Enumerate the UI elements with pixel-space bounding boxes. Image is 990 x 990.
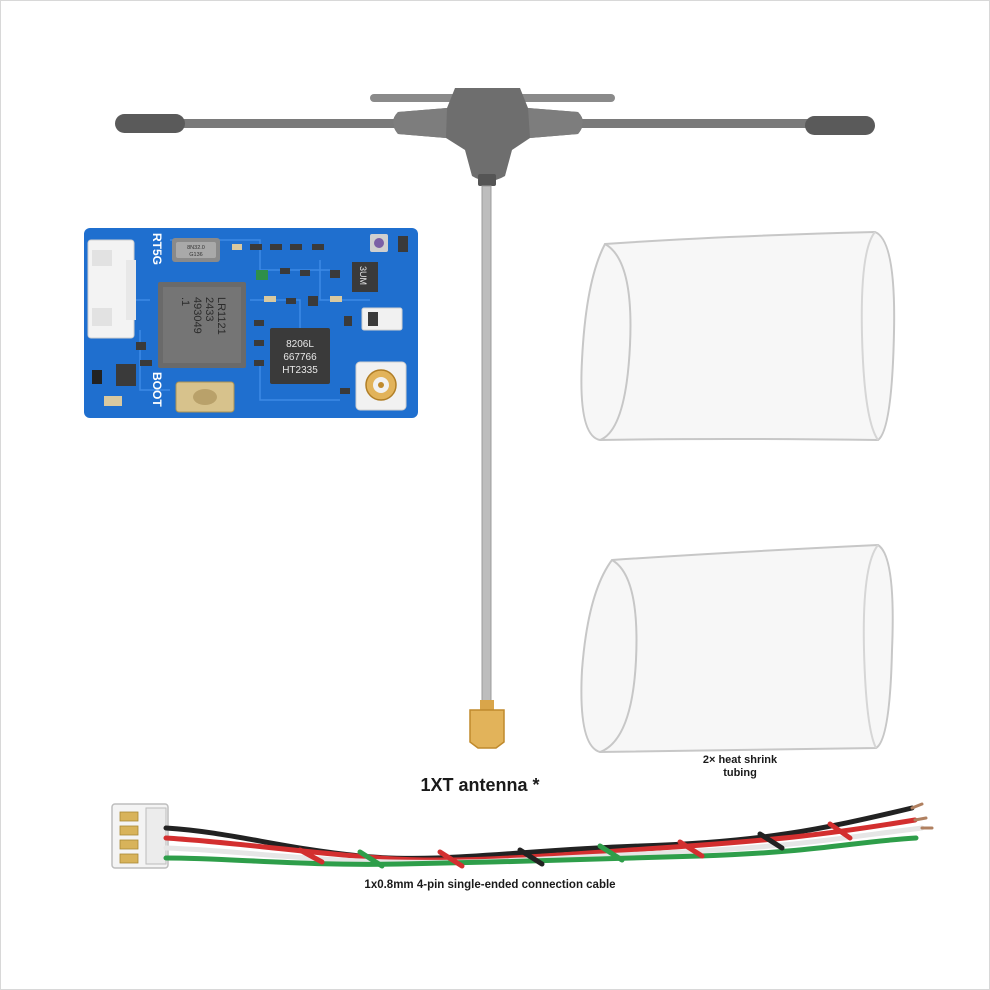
wire-red: [163, 817, 918, 863]
antenna-coax-collar: [478, 174, 496, 186]
svg-text:8N32.0: 8N32.0: [187, 245, 205, 251]
board-model-label: RT5G: [150, 233, 164, 265]
svg-text:G136: G136: [189, 252, 202, 258]
tubing-caption: 2× heat shrink tubing: [660, 754, 820, 780]
heat-shrink-tube-bottom: [580, 543, 894, 754]
svg-text:2433: 2433: [203, 297, 215, 321]
svg-text:493049: 493049: [191, 297, 203, 334]
receiver-board: RT5G BOOT 8N32.0 G136 LR1121 2433 493049…: [84, 228, 418, 418]
wire-black: [163, 805, 915, 861]
small-ic: [352, 262, 378, 292]
antenna-end-cap-right: [805, 116, 875, 135]
cable-connector-pins: [119, 811, 139, 864]
boot-label: BOOT: [150, 372, 164, 407]
svg-text:HT2335: HT2335: [282, 365, 318, 376]
svg-text:LR1121: LR1121: [215, 297, 227, 335]
t-antenna: [115, 88, 875, 749]
cable-caption: 1x0.8mm 4-pin single-ended connection ca…: [364, 879, 616, 891]
heat-shrink-tube-top: [580, 230, 896, 442]
connection-cable: [111, 802, 934, 869]
svg-text:.1: .1: [179, 297, 191, 306]
antenna-coax-cable: [481, 185, 492, 707]
second-chip: [270, 328, 330, 384]
ipex-connector: [469, 709, 505, 749]
antenna-caption: 1XT antenna *: [420, 775, 540, 795]
tubing-caption-line1: 2× heat shrink: [702, 754, 778, 766]
passive-components: [92, 244, 352, 406]
stripped-wire-tips: [910, 802, 934, 830]
svg-text:667766: 667766: [283, 352, 317, 363]
antenna-end-cap-left: [115, 114, 185, 133]
svg-text:8206L: 8206L: [286, 339, 314, 350]
tubing-caption-line2: tubing: [723, 767, 757, 779]
svg-text:3UM: 3UM: [358, 266, 368, 285]
